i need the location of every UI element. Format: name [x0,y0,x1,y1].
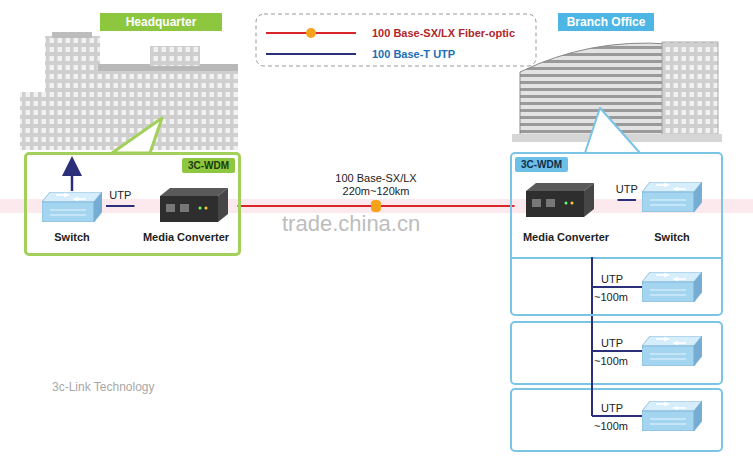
panel-divider [511,257,722,259]
cable-length: ~100m [594,291,628,304]
fiber-marker [371,200,381,212]
media-converter-icon [526,183,594,217]
utp-link [106,205,135,207]
company-watermark: 3c-Link Technology [52,381,155,394]
callout-tail [585,108,640,153]
fiber-marker [306,28,316,38]
switch-icon [642,336,702,366]
panel-frame [511,322,722,384]
cable-type: UTP [601,273,623,286]
switch-icon [42,192,102,222]
cable-type: UTP [601,337,623,350]
link-label: UTP [616,183,638,196]
cable-length: ~100m [594,355,628,368]
headquarter-building [20,32,238,150]
cable-length: ~100m [594,420,628,433]
switch-icon [642,272,702,302]
panel-frame [511,389,722,451]
site-panel: 3C-WDM Switch Media Converter [24,152,241,256]
callout-tail [112,118,162,153]
device: Switch [38,186,106,246]
switch-icon [642,401,702,431]
device: Switch [636,176,708,246]
uplink-arrow [71,166,74,191]
legend-frame [256,14,536,66]
site-tag: Headquarter [100,13,222,31]
device-label: Switch [648,229,695,246]
media-converter-icon [160,188,228,222]
site-name: Branch Office [567,15,646,29]
device-label: Media Converter [517,229,615,246]
device: Media Converter [515,180,618,246]
panel-tab: 3C-WDM [182,158,235,173]
watermark-band [0,199,753,213]
device: Media Converter [135,184,238,246]
utp-wire [592,257,642,416]
device-label: Switch [48,229,95,246]
panel-tab: 3C-WDM [515,157,568,172]
utp-sample [266,53,356,55]
legend-text: 100 Base-T UTP [372,48,455,61]
switch-icon [642,182,702,212]
link-label: UTP [109,189,131,202]
link-label: 100 Base-SX/LX 220m~120km [326,172,426,198]
utp-link [618,199,637,201]
cable-type: UTP [601,402,623,415]
legend-text: 100 Base-SX/LX Fiber-optic [372,27,515,40]
device-label: Media Converter [137,229,235,246]
site-watermark: trade.china.cn [282,212,420,236]
site-name: Headquarter [126,15,197,29]
site-tag: Branch Office [558,13,654,31]
